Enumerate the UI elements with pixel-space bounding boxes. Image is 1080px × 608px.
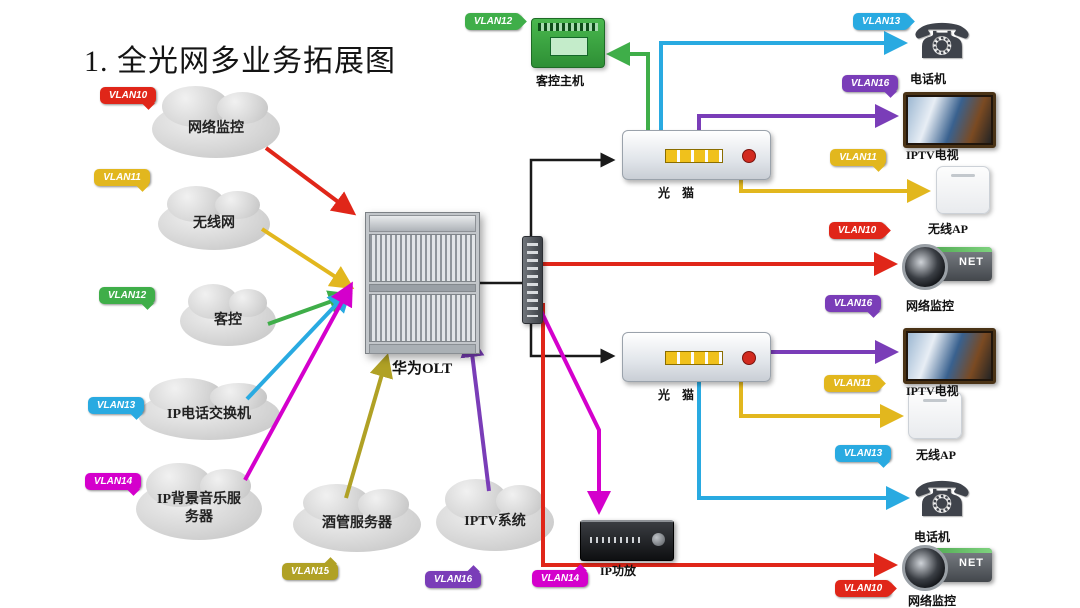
ip-amplifier-device bbox=[580, 520, 674, 561]
wire-cloud-hotel-mgmt-to-olt bbox=[344, 353, 393, 499]
cloud-label: IP背景音乐服务器 bbox=[157, 491, 241, 525]
camera-2-label: 网络监控 bbox=[908, 594, 957, 608]
cloud-ip-phone-switch: IP电话交换机 bbox=[138, 378, 280, 440]
wire-ont2-to-phone2 bbox=[697, 380, 910, 510]
wire-cloud-wireless-to-olt bbox=[260, 227, 355, 290]
ap-2-label: 无线AP bbox=[916, 448, 956, 462]
olt-base bbox=[369, 344, 476, 354]
ap-1-label: 无线AP bbox=[928, 222, 968, 236]
cloud-guest-control: 客控 bbox=[180, 284, 276, 346]
vlan-badge-phone-1: VLAN13 bbox=[853, 13, 909, 30]
wire-switch-to-ont2 bbox=[529, 322, 616, 364]
olt-card-row-2 bbox=[369, 294, 476, 342]
ont-2 bbox=[622, 332, 771, 382]
cloud-music-server: IP背景音乐服务器 bbox=[136, 463, 262, 540]
vlan-badge-iptv-system: VLAN16 bbox=[425, 571, 481, 588]
network-camera-2: NET bbox=[902, 542, 992, 591]
camera-lens-icon bbox=[902, 244, 948, 290]
vlan-badge-phone-2: VLAN13 bbox=[835, 445, 891, 462]
ont-2-label: 光 猫 bbox=[658, 388, 695, 402]
olt-card-row-1 bbox=[369, 234, 476, 282]
ont-1-label: 光 猫 bbox=[658, 186, 695, 200]
cloud-iptv-system: IPTV系统 bbox=[436, 479, 554, 551]
cloud-label: IPTV系统 bbox=[464, 513, 526, 529]
wire-ont1-to-ap1 bbox=[739, 178, 931, 203]
cloud-label: 无线网 bbox=[193, 215, 235, 231]
vlan-badge-hotel-mgmt: VLAN15 bbox=[282, 563, 338, 580]
vlan-badge-guest-host: VLAN12 bbox=[465, 13, 521, 30]
iptv-tv-2 bbox=[903, 328, 996, 384]
vlan-badge-music-server: VLAN14 bbox=[85, 473, 141, 490]
olt-fan-tray bbox=[369, 215, 476, 232]
page-title: 1. 全光网多业务拓展图 bbox=[84, 45, 396, 78]
olt-backplane bbox=[369, 284, 476, 292]
telephone-icon: ☎ bbox=[912, 14, 972, 70]
cloud-label: 网络监控 bbox=[188, 120, 244, 136]
vlan-badge-tv-1: VLAN16 bbox=[842, 75, 898, 92]
wire-cloud-network-monitor-to-olt bbox=[264, 146, 357, 216]
camera-lens-icon bbox=[902, 545, 948, 591]
phone-2-label: 电话机 bbox=[914, 530, 951, 544]
aggregation-switch bbox=[522, 236, 543, 324]
ont-1 bbox=[622, 130, 771, 180]
huawei-olt-chassis bbox=[365, 212, 480, 354]
wire-ont1-to-tv1 bbox=[697, 104, 899, 130]
camera-brand-text: NET bbox=[959, 256, 984, 268]
guest-control-host-label: 客控主机 bbox=[536, 74, 585, 88]
wire-switch-to-amplifier bbox=[539, 310, 611, 515]
wire-cloud-guest-control-to-olt bbox=[267, 290, 353, 326]
vlan-badge-network-monitor: VLAN10 bbox=[100, 87, 156, 104]
wireless-ap-1 bbox=[936, 166, 990, 214]
phone-1-label: 电话机 bbox=[910, 72, 947, 86]
cloud-label: IP电话交换机 bbox=[167, 406, 251, 422]
cloud-hotel-mgmt-server: 酒管服务器 bbox=[293, 483, 421, 552]
olt-label: 华为OLT bbox=[392, 361, 453, 377]
guest-control-host-device bbox=[531, 18, 605, 68]
tv-2-label: IPTV电视 bbox=[906, 384, 959, 398]
vlan-badge-camera-2: VLAN10 bbox=[835, 580, 891, 597]
vlan-badge-ip-phone: VLAN13 bbox=[88, 397, 144, 414]
wireless-ap-2 bbox=[908, 391, 962, 439]
vlan-badge-guest-control: VLAN12 bbox=[99, 287, 155, 304]
wire-switch-to-ont1 bbox=[529, 152, 616, 236]
wire-cloud-iptv-to-olt bbox=[460, 333, 491, 492]
network-camera-1: NET bbox=[902, 241, 992, 290]
camera-1-label: 网络监控 bbox=[906, 299, 955, 313]
amplifier-label: IP功放 bbox=[600, 564, 637, 578]
vlan-badge-ap-1: VLAN11 bbox=[830, 149, 886, 166]
cloud-wireless: 无线网 bbox=[158, 185, 270, 250]
vlan-badge-tv-2: VLAN16 bbox=[825, 295, 881, 312]
wire-to-guest-host bbox=[606, 42, 650, 130]
cloud-label: 酒管服务器 bbox=[322, 516, 392, 532]
cloud-label: 客控 bbox=[214, 312, 242, 328]
vlan-badge-wireless: VLAN11 bbox=[94, 169, 150, 186]
camera-brand-text: NET bbox=[959, 557, 984, 569]
vlan-badge-camera-1: VLAN10 bbox=[829, 222, 885, 239]
vlan-badge-ap-2: VLAN11 bbox=[824, 375, 880, 392]
telephone-icon: ☎ bbox=[912, 472, 972, 528]
vlan-badge-amplifier: VLAN14 bbox=[532, 570, 588, 587]
cloud-network-monitor: 网络监控 bbox=[152, 86, 280, 158]
tv-1-label: IPTV电视 bbox=[906, 148, 959, 162]
iptv-tv-1 bbox=[903, 92, 996, 148]
